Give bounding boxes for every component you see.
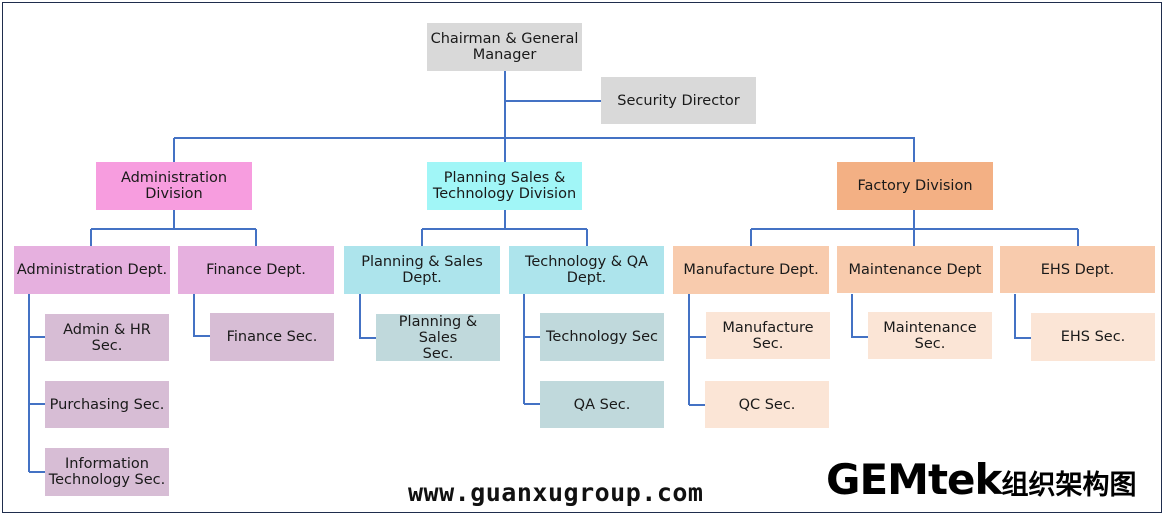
connector-ehs-sections (1014, 294, 1033, 339)
administration-dept-label: Administration Dept. (16, 262, 168, 278)
administration-division-label: Administration Division (120, 170, 228, 202)
connector-division-bus (173, 137, 915, 162)
connector-finance-sections (193, 294, 210, 337)
ehs-sec-label: EHS Sec. (1060, 329, 1126, 345)
administration-dept-box[interactable]: Administration Dept. (14, 246, 170, 294)
planning-sales-sec-label: Planning & Sales Sec. (398, 313, 478, 362)
information-technology-sec-box[interactable]: Information Technology Sec. (45, 448, 169, 496)
finance-sec-label: Finance Sec. (226, 329, 318, 345)
diagram-frame (2, 2, 1162, 513)
connector-tech-sections (523, 294, 540, 405)
ehs-sec-box[interactable]: EHS Sec. (1031, 313, 1155, 361)
finance-sec-box[interactable]: Finance Sec. (210, 313, 334, 361)
ehs-dept-label: EHS Dept. (1040, 261, 1115, 278)
qc-sec-box[interactable]: QC Sec. (705, 381, 829, 428)
technology-sec-label: Technology Sec (546, 329, 658, 345)
planning-sales-dept-label: Planning & Sales Dept. (361, 254, 483, 286)
connector-maintenance-sections (851, 294, 868, 338)
pst-division-label: Planning Sales & Technology Division (432, 170, 577, 202)
information-technology-sec-label: Information Technology Sec. (48, 456, 166, 488)
chart-title-chinese: 组织架构图 (1001, 470, 1137, 501)
planning-sales-technology-division-box[interactable]: Planning Sales & Technology Division (427, 162, 582, 210)
connector-admin-dept-sections (28, 294, 45, 473)
connector-pst-division (421, 210, 588, 246)
factory-division-label: Factory Division (857, 178, 973, 194)
security-director-label: Security Director (617, 92, 740, 109)
connector-admin-division (90, 210, 257, 246)
maintenance-sec-box[interactable]: Maintenance Sec. (868, 312, 992, 359)
qa-sec-label: QA Sec. (573, 396, 631, 413)
technology-sec-box[interactable]: Technology Sec (540, 313, 664, 361)
finance-dept-box[interactable]: Finance Dept. (178, 246, 334, 294)
administration-division-box[interactable]: Administration Division (96, 162, 252, 210)
connector-planning-sections (359, 294, 376, 339)
connector-manufacture-sections (688, 294, 708, 406)
planning-sales-sec-box[interactable]: Planning & Sales Sec. (376, 313, 500, 362)
admin-hr-sec-box[interactable]: Admin & HR Sec. (45, 314, 169, 361)
website-watermark: www.guanxugroup.com (408, 478, 704, 507)
chairman-label: Chairman & General Manager (430, 31, 579, 63)
qa-sec-box[interactable]: QA Sec. (540, 381, 664, 428)
ehs-dept-box[interactable]: EHS Dept. (1000, 246, 1155, 293)
finance-dept-label: Finance Dept. (206, 262, 306, 278)
maintenance-dept-box[interactable]: Maintenance Dept (837, 246, 993, 293)
connector-factory-division (750, 210, 1079, 246)
technology-qa-dept-box[interactable]: Technology & QA Dept. (509, 246, 664, 294)
security-director-box[interactable]: Security Director (601, 77, 756, 124)
manufacture-dept-box[interactable]: Manufacture Dept. (673, 246, 829, 294)
admin-hr-sec-label: Admin & HR Sec. (63, 321, 151, 354)
planning-sales-dept-box[interactable]: Planning & Sales Dept. (344, 246, 500, 294)
chart-title: GEMtek组织架构图 (826, 455, 1136, 504)
technology-qa-dept-label: Technology & QA Dept. (524, 254, 649, 286)
manufacture-dept-label: Manufacture Dept. (683, 262, 819, 278)
chairman-box[interactable]: Chairman & General Manager (427, 23, 582, 71)
chart-title-company: GEMtek (826, 455, 1002, 504)
manufacture-sec-label: Manufacture Sec. (722, 319, 814, 352)
purchasing-sec-box[interactable]: Purchasing Sec. (45, 381, 169, 428)
maintenance-sec-label: Maintenance Sec. (883, 319, 977, 352)
manufacture-sec-box[interactable]: Manufacture Sec. (706, 312, 830, 359)
purchasing-sec-label: Purchasing Sec. (49, 396, 165, 413)
qc-sec-label: QC Sec. (738, 396, 796, 413)
factory-division-box[interactable]: Factory Division (837, 162, 993, 210)
maintenance-dept-label: Maintenance Dept (848, 261, 982, 278)
